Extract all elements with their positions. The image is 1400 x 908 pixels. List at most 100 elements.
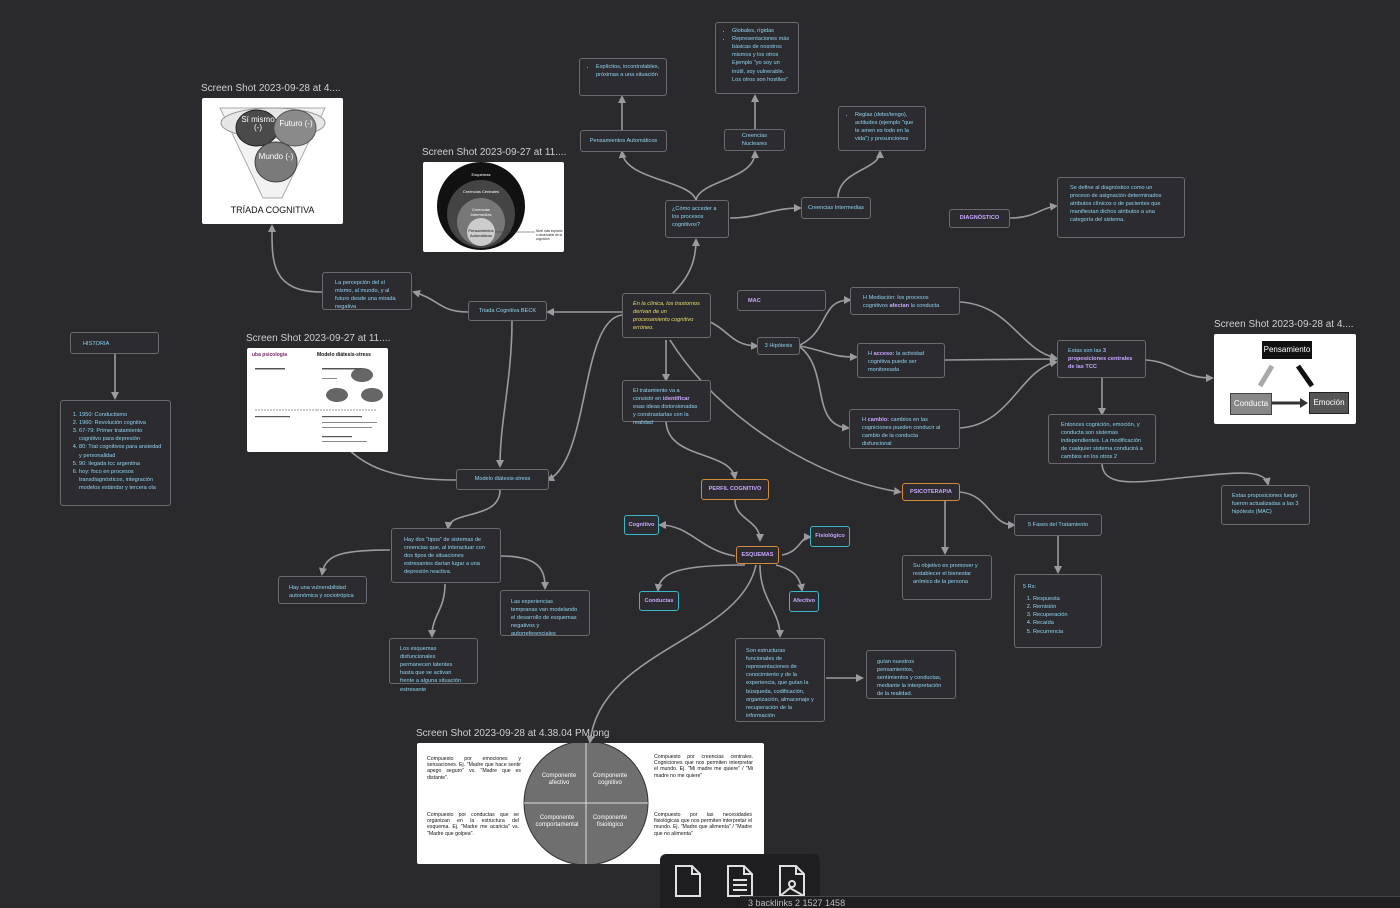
node-como-acceder[interactable]: ¿Cómo acceder a los procesos cognitivos? [665,200,729,238]
niveles-l4: Pensamientos Automáticos [468,228,494,238]
h-mediacion-text: H Mediación: los procesos cognitivos [863,295,929,310]
tratamiento-strong: identificar [662,396,690,403]
node-3-hipotesis[interactable]: 3 Hipótesis [757,337,800,355]
image-document-icon[interactable] [778,864,806,898]
niveles-l1: Esquemas [471,172,491,177]
node-vulnerabilidad[interactable]: Hay una vulnerabilidad autonómica y soci… [278,576,367,604]
node-historia-lista[interactable]: 1950: Conductismo 1960: Revolución cogni… [60,400,171,506]
node-percepcion[interactable]: La percepción del sí mismo, al mundo, y … [322,272,412,310]
node-cognitivo[interactable]: Cognitivo [624,515,659,535]
edge [586,564,757,744]
blank-document-icon[interactable] [674,864,702,898]
componentes-tl: Compuesto por emociones y sensaciones. E… [427,756,521,781]
image-triada-cognitiva[interactable]: Sí mismo (-) Futuro (-) Mundo (-) TRÍADA… [202,98,343,224]
edge [618,150,697,201]
componentes-q1: Componente afectivo [541,773,577,786]
reglas-text: Reglas (debo/tengo), actitudes (ejemplo … [855,111,919,143]
h-acceso-text: H [868,351,874,357]
node-5-rs[interactable]: 5 Rs: Respuesta Remisión Recuperación Re… [1014,574,1102,648]
node-h-cambio[interactable]: H cambio: cambios en las cogniciones pue… [849,409,960,449]
node-h-acceso[interactable]: H acceso: la actividad cognitiva puede s… [857,343,945,378]
node-entonces[interactable]: Entonces cognición, emoción, y conducta … [1048,414,1156,464]
edge [959,359,1058,429]
edge [799,345,858,361]
node-creencias-nucleares[interactable]: Creencias Nucleares [724,129,785,151]
componentes-circle [523,743,649,864]
image-niveles-cognicion[interactable]: Esquemas Creencias Centrales Creencias I… [423,162,564,252]
historia-item: 1950: Conductismo [79,411,162,419]
node-disfuncionales[interactable]: Los esquemas disfuncionales permanecen l… [389,638,478,693]
edge [1009,202,1058,219]
edge [959,491,1016,529]
image-title: Screen Shot 2023-09-28 at 4.38.04 PM.png [416,728,610,739]
edge [267,224,323,293]
edge [669,339,902,496]
tcc-emocion: Emoción [1309,392,1349,414]
diatesis-heading: Modelo diátesis-stress [317,352,371,358]
h-cambio-strong: cambio: [867,417,890,423]
node-conductas[interactable]: Conductas [639,591,679,611]
node-tratamiento[interactable]: El tratamiento va a consistir en identif… [622,380,711,426]
node-estructuras[interactable]: Son estructuras funcionales de represent… [735,638,825,722]
image-modelo-diatesis[interactable]: uba psicología Modelo diátesis-stress [247,348,388,452]
node-fisiologico[interactable]: Fisiológico [810,526,850,547]
node-pensamientos-automaticos[interactable]: Pensamientos Automáticos [580,130,667,152]
node-estas-son[interactable]: Estas son las 3 proposiciones centrales … [1057,340,1146,378]
edge [664,238,700,301]
tcc-pensamiento: Pensamiento [1262,341,1312,359]
node-estas-proposiciones[interactable]: Estas proposiciones luego fueron actuali… [1221,485,1310,525]
componentes-q3: Componente comportamental [535,815,579,828]
diatesis-drawing [255,368,383,442]
node-objetivo[interactable]: Su objetivo es promover y restablecer el… [902,555,992,600]
node-perfil-cognitivo[interactable]: PERFIL COGNITIVO [701,479,769,500]
status-bar: 3 backlinks 2 1527 1458 [740,896,1400,908]
node-psicoterapia[interactable]: PSICOTERAPIA [902,483,960,501]
image-triangulo-tcc[interactable]: Pensamiento Conducta Emoción [1214,334,1356,424]
node-creencias-intermedias[interactable]: Creencias Intermedias [801,197,871,219]
text-document-icon[interactable] [726,864,754,898]
node-triada-beck[interactable]: Triada Cognitiva BECK [468,301,547,321]
node-modelo-diatesis[interactable]: Modelo diátesis-stress [456,469,549,490]
node-mac[interactable]: MAC [737,290,826,311]
historia-item: 1960: Revolución cognitiva [79,419,162,427]
node-5-fases[interactable]: 5 Fases del Tratamiento [1014,514,1102,536]
node-guian[interactable]: guían nuestros pensamientos, sentimiento… [866,650,956,699]
h-cambio-text: H [862,417,868,423]
rs-item: Respuesta [1033,595,1093,603]
tcc-drawing [1257,364,1315,408]
edge [799,296,852,346]
tratamiento-text: esas ideas distorsionadas y constrastarl… [633,404,698,427]
edge [705,319,759,350]
componentes-tr: Compuesto por creencias centrales. Cogni… [654,754,753,779]
node-explicitos[interactable]: Explícitos, incontrolables, próximas a u… [579,58,667,96]
edge [318,549,391,576]
niveles-drawing [437,162,535,250]
node-h-mediacion[interactable]: H Mediación: los procesos cognitivos afe… [850,287,960,315]
componentes-q4: Componente fisiológico [592,815,628,828]
node-diagnostico-definicion[interactable]: Se define al diagnóstico como un proceso… [1057,177,1185,238]
image-componentes-esquema[interactable]: Compuesto por emociones y sensaciones. E… [417,743,764,864]
image-title: Screen Shot 2023-09-28 at 4.... [201,83,341,94]
edge [499,555,549,590]
h-mediacion-text: la conducta [909,303,940,310]
globales-item: Globales, rígidas [732,27,792,35]
triada-futuro: Futuro (-) [279,119,313,128]
node-reglas[interactable]: Reglas (debo/tengo), actitudes (ejemplo … [838,106,926,151]
node-esquemas[interactable]: ESQUEMAS [736,546,779,564]
node-globales[interactable]: Globales, rígidas Representaciones más b… [715,22,799,94]
componentes-br: Compuesto por las necesidades fisiológic… [654,812,752,837]
historia-item: hoy: foco en procesos transdiagnósticos,… [79,468,162,492]
edge [654,564,746,592]
edge [944,355,1058,364]
rs-item: Recurrencia [1033,628,1093,636]
edge [546,314,623,482]
node-historia[interactable]: HISTORIA [70,332,159,354]
node-afectivo[interactable]: Afectivo [789,591,819,612]
node-tipos[interactable]: Hay dos "tipos" de sistemas de creencias… [391,528,501,583]
niveles-l3: Creencias Intermedias [470,207,492,217]
node-en-la-clinica[interactable]: En la clínica, los trastornos derivan de… [622,293,711,338]
historia-item: 80: Trat cognitivos para ansiedad y pers… [79,443,162,459]
node-diagnostico[interactable]: DIAGNÓSTICO [949,209,1010,228]
edge [959,301,1058,361]
node-experiencias[interactable]: Las experiencias tempranas van modelando… [500,590,590,637]
